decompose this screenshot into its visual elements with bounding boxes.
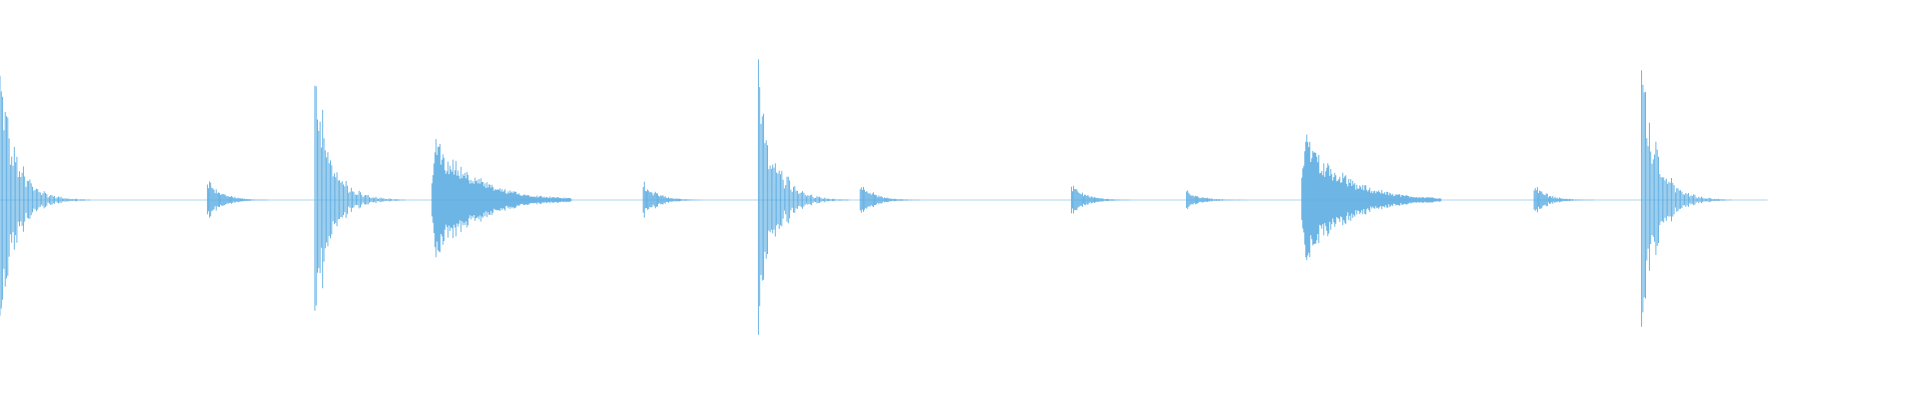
waveform-event (206, 181, 268, 218)
waveform-event (1070, 185, 1132, 214)
waveform-event (431, 139, 572, 258)
waveform-event (1186, 190, 1247, 209)
waveform-event-path (859, 186, 921, 213)
waveform-event-path (314, 85, 406, 311)
waveform-event-path (206, 181, 268, 218)
waveform-event-path (757, 59, 849, 335)
waveform-event-path (642, 181, 704, 218)
waveform-event (859, 186, 921, 213)
waveform-event (1301, 134, 1442, 261)
waveform-event-path (1301, 134, 1442, 261)
waveform-event (1533, 187, 1594, 213)
waveform-event (757, 59, 849, 335)
waveform-event-path (431, 139, 572, 258)
waveform-event-path (1533, 187, 1594, 213)
waveform-event-path (1070, 185, 1132, 214)
waveform-event (1641, 70, 1732, 327)
waveform-event-path (1641, 70, 1732, 327)
waveform-event-path (1186, 190, 1247, 209)
waveform-strokes (0, 59, 1732, 335)
waveform-event (0, 75, 91, 316)
waveform-event (642, 181, 704, 218)
waveform-event-path (0, 75, 91, 316)
waveform-event (314, 85, 406, 311)
